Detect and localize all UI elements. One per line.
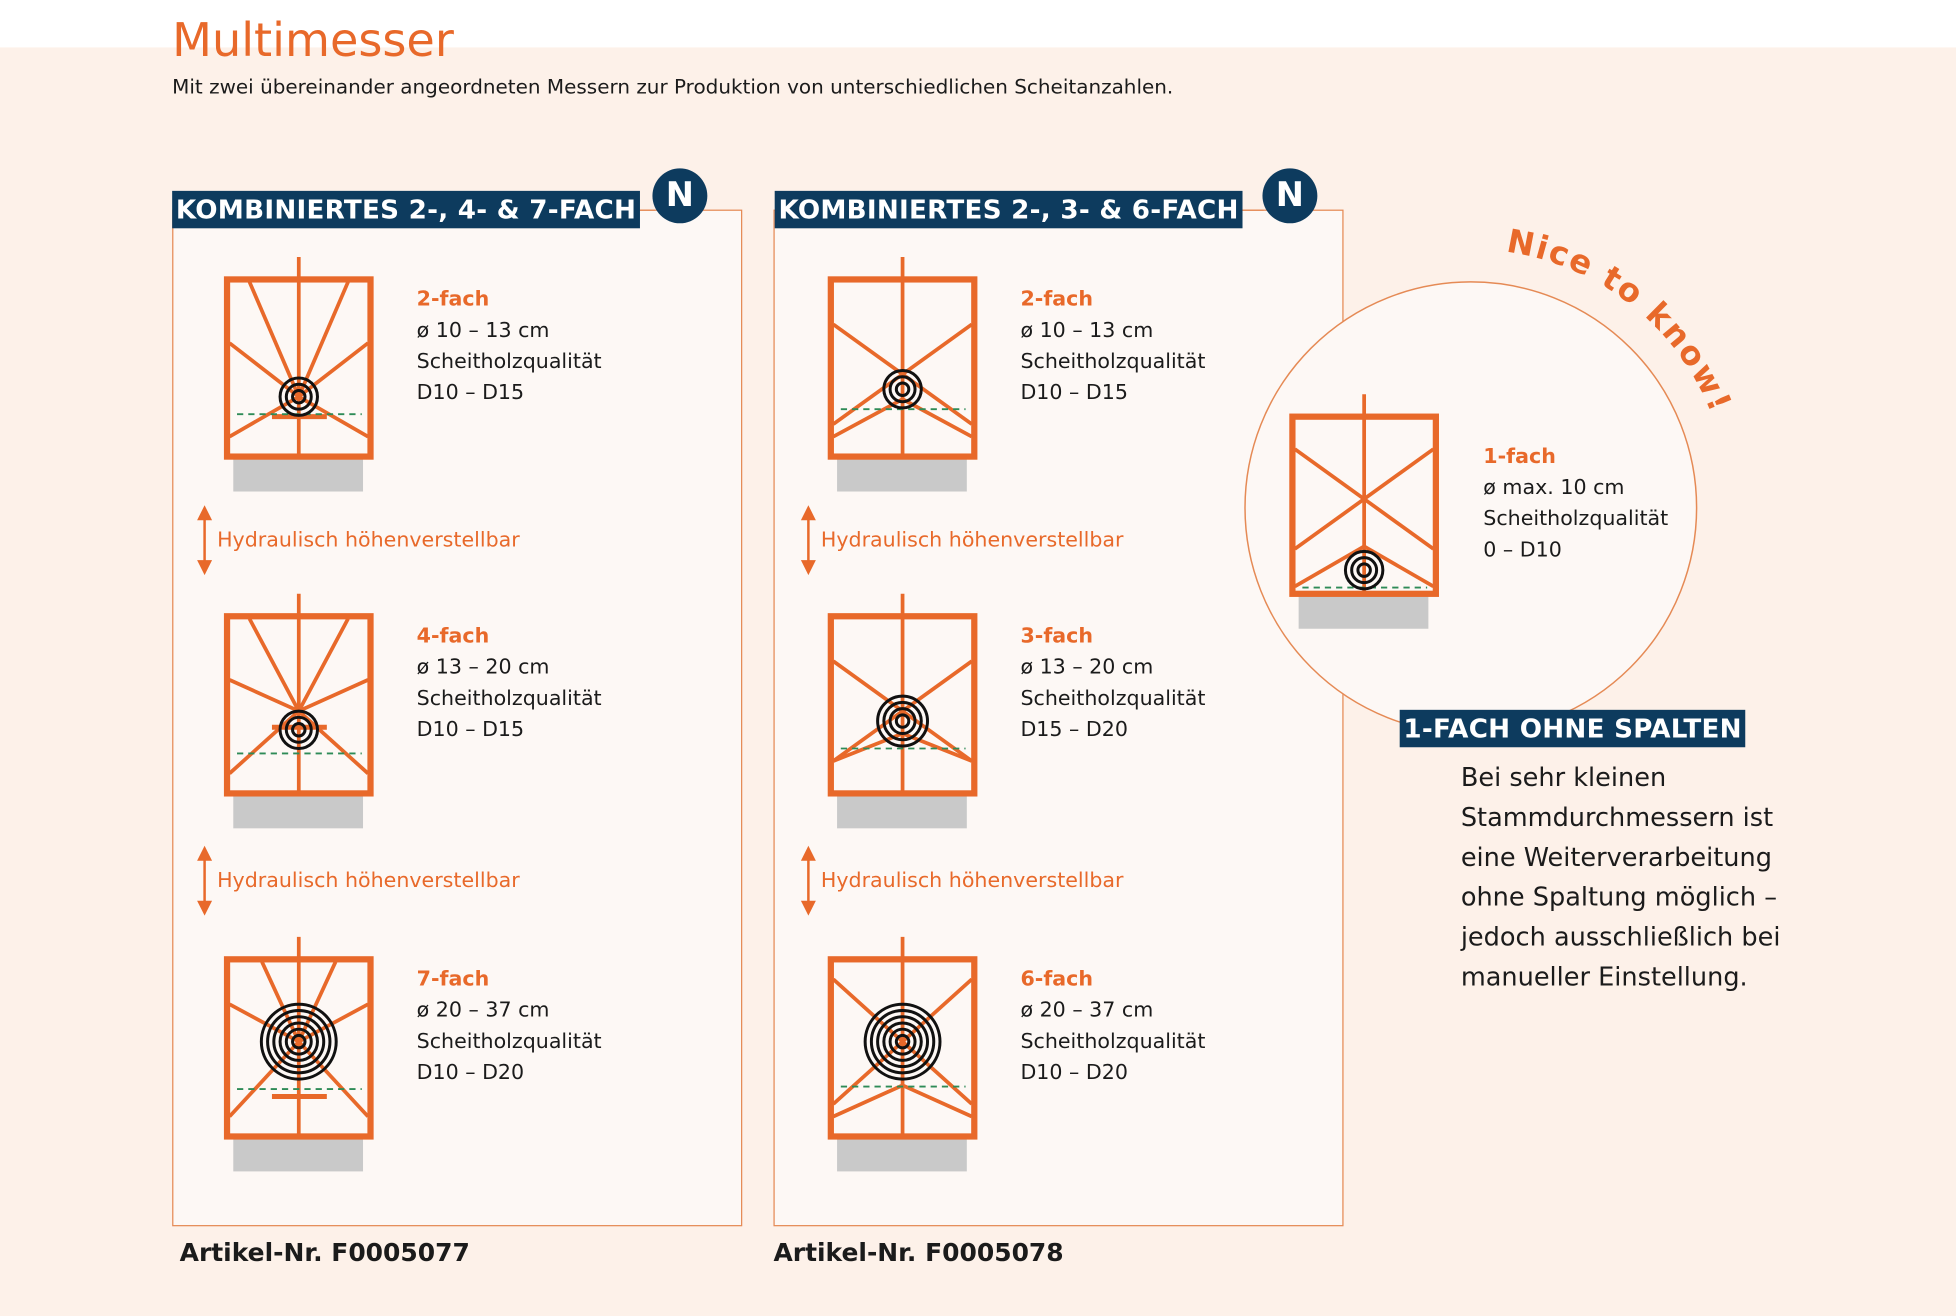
new-badge: N [652, 168, 708, 224]
spec-quality_label: Scheitholzqualität [1020, 349, 1206, 374]
article-number: Artikel-Nr. F0005078 [773, 1237, 1064, 1268]
spec-quality_label: Scheitholzqualität [416, 349, 602, 374]
article-number: Artikel-Nr. F0005077 [179, 1237, 470, 1268]
new-badge: N [1262, 168, 1318, 224]
hydraulic-label: Hydraulisch höhenverstellbar [217, 527, 520, 552]
up-down-arrow-icon [197, 505, 213, 576]
page-subtitle: Mit zwei übereinander angeordneten Messe… [172, 74, 1174, 99]
spec-diameter: ø 20 – 37 cm [416, 997, 550, 1022]
splitter-diagram-2-fach [223, 256, 374, 492]
divider [1228, 209, 1264, 211]
paragraph-line: Bei sehr kleinen [1460, 762, 1667, 793]
paragraph-line: manueller Einstellung. [1460, 961, 1748, 992]
one-fach-header: 1-FACH OHNE SPALTEN [1399, 709, 1746, 748]
paragraph-line: eine Weiterverarbeitung [1460, 842, 1772, 873]
hydraulic-label: Hydraulisch höhenverstellbar [820, 527, 1124, 552]
spec-quality: D10 – D15 [416, 717, 525, 742]
top-band [0, 0, 1956, 48]
spec-quality_label: Scheitholzqualität [1483, 506, 1669, 531]
page-title: Multimesser [172, 13, 454, 68]
paragraph-line: ohne Spaltung möglich – [1460, 881, 1777, 912]
spec-diameter: ø 13 – 20 cm [1020, 654, 1154, 679]
spec-quality_label: Scheitholzqualität [1020, 686, 1206, 710]
splitter-diagram-6-fach [827, 936, 978, 1172]
spec-title: 6-fach [1020, 966, 1094, 991]
spec-title: 1-fach [1483, 444, 1556, 468]
panel-header: KOMBINIERTES 2-, 4- & 7-FACH [172, 190, 640, 229]
splitter-diagram-1-fach [1289, 394, 1439, 629]
spec-quality_label: Scheitholzqualität [416, 1029, 602, 1053]
paragraph-line: jedoch ausschließlich bei [1460, 921, 1781, 952]
panel-2-4-7-fach [172, 209, 743, 1227]
spec-title: 2-fach [416, 286, 490, 311]
splitter-diagram-3-fach [827, 593, 978, 829]
spec-quality: D10 – D20 [1020, 1060, 1128, 1085]
hydraulic-label: Hydraulisch höhenverstellbar [217, 868, 520, 892]
spec-quality_label: Scheitholzqualität [1020, 1029, 1206, 1053]
spec-title: 4-fach [416, 623, 490, 648]
spec-title: 2-fach [1020, 286, 1094, 311]
up-down-arrow-icon [800, 845, 816, 916]
up-down-arrow-icon [800, 505, 816, 576]
spec-title: 3-fach [1020, 623, 1094, 648]
spec-1-fach: 1-fach ø max. 10 cm Scheitholzqualität 0 – … [1483, 440, 1668, 565]
spec-quality: 0 – D10 [1483, 537, 1562, 562]
splitter-diagram-4-fach [223, 593, 374, 829]
spec-diameter: ø 10 – 13 cm [1020, 318, 1154, 342]
splitter-diagram-7-fach [223, 936, 374, 1172]
spec-diameter: ø 13 – 20 cm [416, 654, 550, 679]
spec-quality: D10 – D15 [416, 380, 525, 405]
spec-quality_label: Scheitholzqualität [416, 686, 602, 710]
hydraulic-label: Hydraulisch höhenverstellbar [820, 868, 1124, 892]
up-down-arrow-icon [197, 845, 213, 916]
spec-title: 7-fach [416, 966, 490, 991]
spec-diameter: ø 20 – 37 cm [1020, 997, 1154, 1022]
splitter-diagram-2-fach [827, 256, 978, 492]
spec-quality: D10 – D15 [1020, 380, 1128, 405]
spec-diameter: ø 10 – 13 cm [416, 318, 550, 342]
spec-diameter: ø max. 10 cm [1483, 475, 1625, 499]
paragraph-line: Stammdurchmessern ist [1460, 802, 1774, 833]
spec-quality: D15 – D20 [1020, 717, 1128, 742]
panel-header: KOMBINIERTES 2-, 3- & 6-FACH [774, 190, 1243, 229]
spec-quality: D10 – D20 [416, 1060, 525, 1085]
